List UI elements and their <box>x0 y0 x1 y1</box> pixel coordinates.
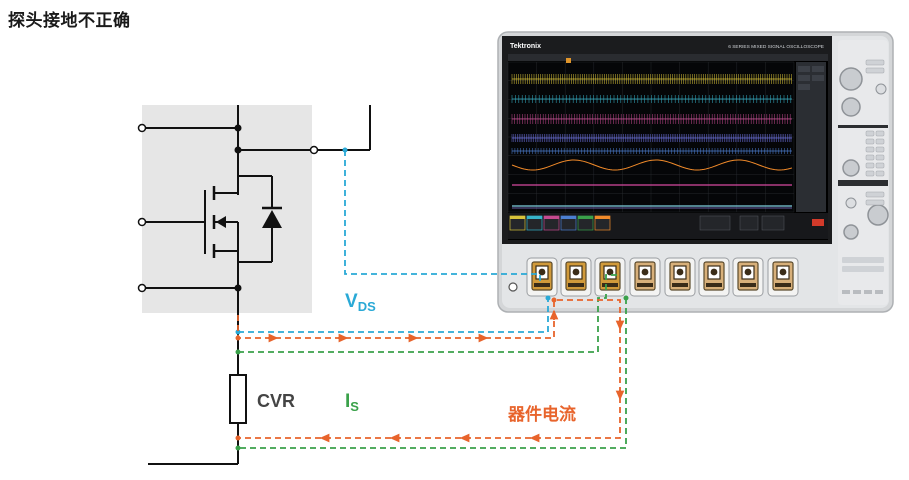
channel-input-7 <box>732 257 764 297</box>
circuit <box>137 105 371 465</box>
cvr-resistor <box>229 374 247 424</box>
terminal-drain-out <box>309 145 319 155</box>
terminal-top <box>137 123 147 133</box>
power-button <box>508 282 518 292</box>
knob-3 <box>867 204 889 226</box>
mosfet-symbol <box>204 186 239 258</box>
brand-label: Tektronix <box>510 43 541 50</box>
channel-input-2 <box>560 257 592 297</box>
channel-input-6 <box>698 257 730 297</box>
terminal-bottom <box>137 283 147 293</box>
channel-input-4 <box>629 257 661 297</box>
channel-input-1 <box>526 257 558 297</box>
device-current-label: 器件电流 <box>507 404 576 425</box>
knob-1 <box>839 67 863 91</box>
diagram-title: 探头接地不正确 <box>8 11 131 31</box>
channel-input-3 <box>594 257 626 297</box>
terminal-gate <box>137 217 147 227</box>
oscilloscope: Tektronix 6 SERIES MIXED SIGNAL OSCILLOS… <box>497 31 894 313</box>
model-label: 6 SERIES MIXED SIGNAL OSCILLOSCOPE <box>728 44 824 50</box>
device-package-background <box>142 105 312 313</box>
channel-input-8 <box>767 257 799 297</box>
body-diode <box>238 175 282 263</box>
is-label: IS <box>345 391 359 414</box>
cvr-label: CVR <box>257 391 295 411</box>
vds-probe-path <box>235 147 551 335</box>
channel-input-5 <box>664 257 696 297</box>
scope-trace-sine <box>511 159 793 171</box>
is-probe-path <box>235 274 629 451</box>
vds-label: VDS <box>345 291 376 314</box>
knob-2 <box>841 97 861 117</box>
device-current-path <box>235 297 621 441</box>
